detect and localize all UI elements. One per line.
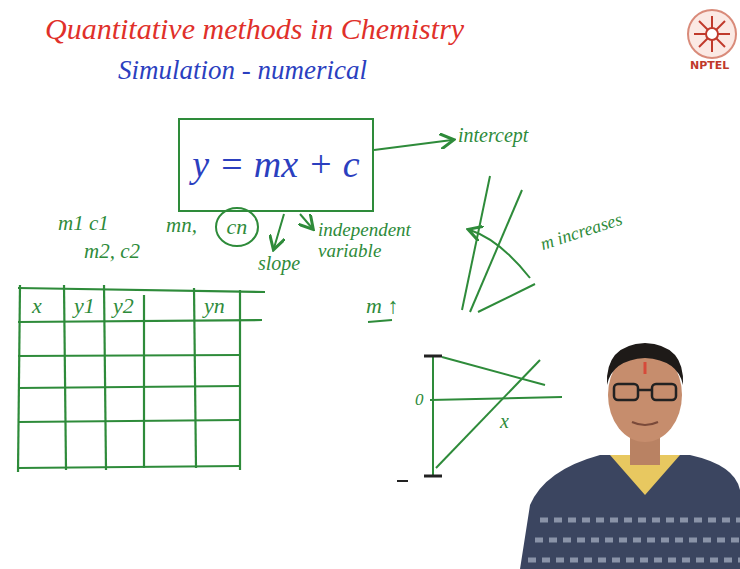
minus-mark xyxy=(397,480,408,482)
parameter-pair: m1 c1 xyxy=(58,212,109,235)
equation-box: y = mx + c xyxy=(178,118,374,212)
axis-label: x xyxy=(500,410,509,432)
leader-arrow xyxy=(300,214,312,228)
presenter xyxy=(520,343,740,569)
node-text: y = mx + c xyxy=(192,144,359,186)
logo-spoke xyxy=(699,21,725,47)
underline xyxy=(368,320,392,322)
table-line xyxy=(18,355,240,356)
table-line xyxy=(18,386,240,388)
table-header: yn xyxy=(204,294,225,318)
annotation: independent variable xyxy=(318,220,428,262)
table-line xyxy=(194,288,196,468)
sweater xyxy=(520,455,740,569)
table-line xyxy=(104,285,106,470)
title: Quantitative methods in Chemistry xyxy=(45,12,464,45)
heading-note: Simulation - numerical xyxy=(118,56,367,86)
table-header: x xyxy=(32,294,42,318)
axis-label: 0 xyxy=(415,391,424,410)
annotation: intercept xyxy=(458,124,528,146)
annotation: m increases xyxy=(538,210,625,255)
circled-term: cn xyxy=(214,206,260,248)
graph-line xyxy=(436,360,540,468)
annotation: slope xyxy=(258,252,300,274)
table-line xyxy=(18,420,240,422)
leader-arrow xyxy=(274,214,284,248)
table-line xyxy=(143,295,145,468)
graph-line xyxy=(478,284,535,312)
axis-tick xyxy=(424,355,442,358)
mouth xyxy=(632,422,658,425)
logo-ring xyxy=(688,10,736,58)
glasses xyxy=(652,384,676,400)
hair xyxy=(607,343,683,385)
table-line xyxy=(18,466,240,468)
table-header: y2 xyxy=(113,294,134,318)
table-line xyxy=(64,285,66,470)
graph-line xyxy=(462,176,490,310)
table-line xyxy=(18,288,265,292)
rotation-arc xyxy=(470,230,530,278)
y-axis xyxy=(432,355,434,476)
axis-tick xyxy=(424,475,442,478)
parameter-pair: mn, xyxy=(166,214,197,237)
table-header: y1 xyxy=(74,294,95,318)
logo xyxy=(688,10,736,58)
table-line xyxy=(239,290,241,470)
node-text: cn xyxy=(227,215,248,239)
glasses xyxy=(614,384,638,400)
x-axis xyxy=(430,397,562,400)
table-line xyxy=(18,285,20,472)
circle-outline xyxy=(216,208,258,246)
tilak xyxy=(644,362,647,374)
logo-hub xyxy=(706,28,718,40)
annotation: m ↑ xyxy=(366,294,398,318)
logo-text: NPTEL xyxy=(690,60,729,72)
sweater-pattern xyxy=(528,520,740,560)
leader-arrow xyxy=(374,140,452,150)
parameter-pair: m2, c2 xyxy=(84,240,140,263)
glasses xyxy=(638,389,652,392)
table-line xyxy=(18,320,262,322)
logo-spoke xyxy=(699,21,725,47)
